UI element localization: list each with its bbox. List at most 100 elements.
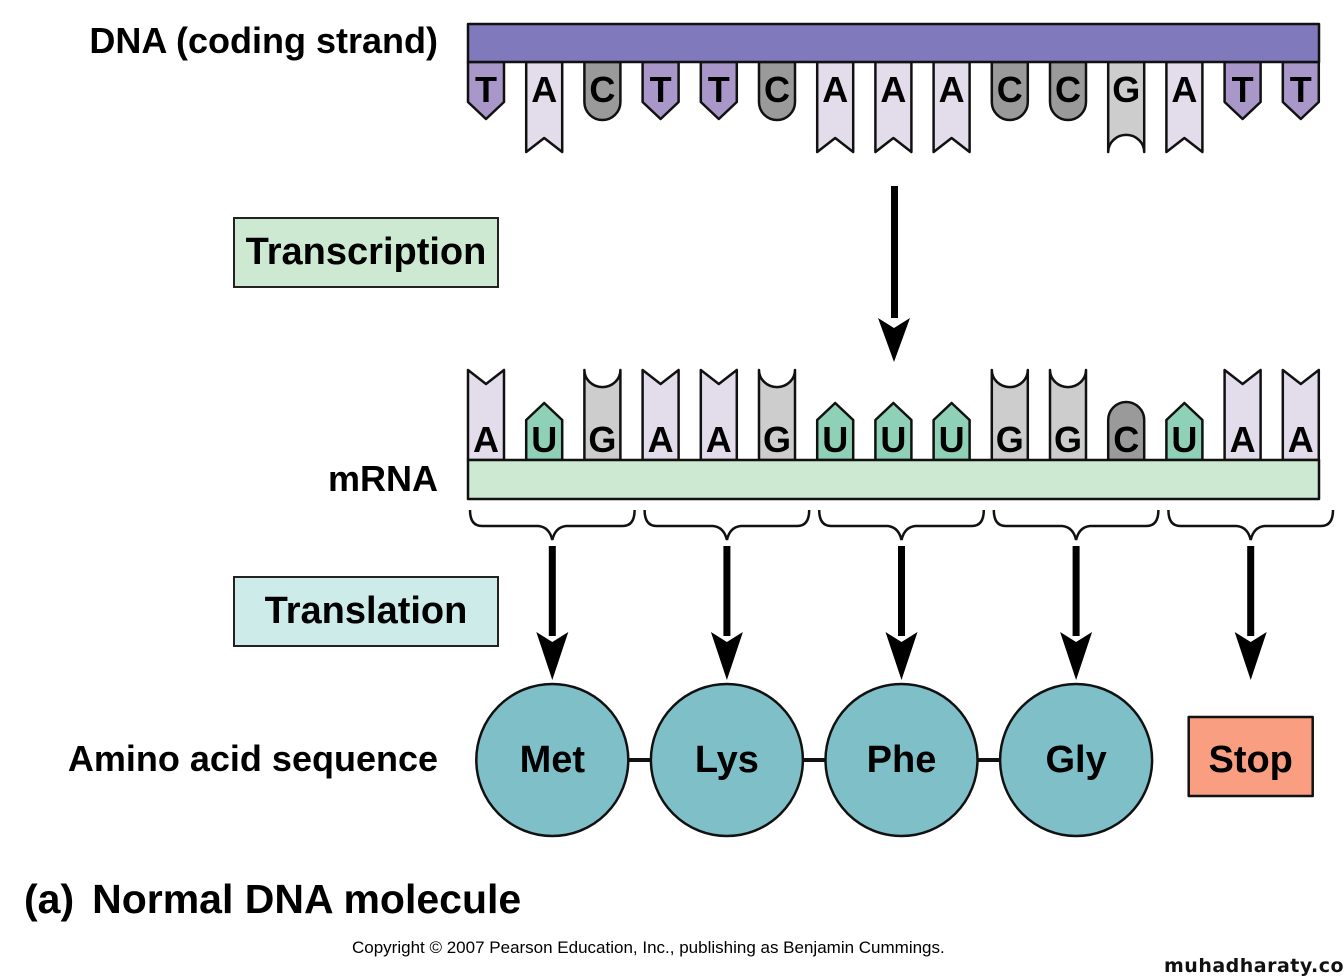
transcription-label: Transcription — [245, 231, 487, 273]
dna-base: A — [815, 60, 855, 154]
caption-letter: (a) — [24, 876, 75, 922]
mrna-base-letter: G — [763, 419, 791, 460]
amino-acid-chain: Met Lys Phe Gly Stop — [475, 682, 1314, 838]
amino-acid-gly: Gly — [998, 682, 1154, 838]
mrna-base: A — [641, 368, 680, 462]
dna-base: T — [699, 60, 739, 121]
mrna-base-letter: G — [996, 419, 1024, 460]
stop-box-shape — [1187, 715, 1314, 798]
stop-codon-box: Stop — [1187, 715, 1314, 798]
mrna-base-shape — [1106, 400, 1146, 462]
translation-arrow-shaft — [898, 546, 905, 636]
mrna-base-shape — [1048, 368, 1088, 462]
mrna-base-letter: U — [822, 419, 848, 460]
mrna-base-shape — [757, 368, 797, 462]
mrna-base-letter: A — [706, 419, 732, 460]
mrna-base-letter: U — [531, 419, 557, 460]
figure-caption: (a)Normal DNA molecule — [24, 876, 521, 923]
amino-acid-circle — [998, 682, 1154, 838]
dna-base-letter: C — [589, 69, 615, 110]
dna-base: C — [583, 60, 622, 122]
translation-arrow-head — [1060, 632, 1093, 680]
dna-base: G — [1106, 60, 1146, 154]
amino-acid-label: Lys — [695, 739, 759, 781]
mrna-base: U — [932, 401, 971, 462]
dna-base: T — [1223, 60, 1262, 121]
translation-label: Translation — [264, 590, 468, 632]
amino-acid-label: Phe — [867, 739, 937, 781]
dna-strand-label: DNA (coding strand) — [89, 20, 438, 61]
dna-base-letter: A — [880, 69, 906, 110]
amino-acid-circle — [475, 682, 630, 838]
mrna-base-letter: A — [1288, 419, 1314, 460]
amino-acid-phe: Phe — [824, 682, 979, 838]
mrna-base: G — [1048, 368, 1088, 462]
dna-base-letter: A — [531, 69, 557, 110]
translation-arrow-head — [1234, 632, 1267, 680]
codon-bracket — [643, 509, 811, 680]
dna-base-letter: A — [1171, 69, 1197, 110]
copyright-notice: Copyright © 2007 Pearson Education, Inc.… — [352, 938, 945, 957]
dna-base-shape — [1106, 60, 1146, 154]
mrna-base: A — [1281, 368, 1321, 462]
mrna-base-shape — [990, 368, 1030, 462]
codon-bracket — [992, 509, 1160, 680]
translation-arrow-shaft — [1247, 546, 1255, 636]
mrna-base: A — [699, 368, 739, 462]
translation-box: Translation — [233, 576, 499, 647]
amino-acid-sequence-label: Amino acid sequence — [67, 738, 438, 779]
dna-base-letter: C — [764, 69, 790, 110]
amino-acid-label: Met — [520, 739, 586, 781]
dna-base: A — [1165, 60, 1204, 154]
transcription-box: Transcription — [233, 217, 499, 288]
mrna-base-shape — [583, 368, 622, 462]
dna-base-letter: C — [1055, 69, 1081, 110]
mrna-base: U — [1165, 401, 1204, 462]
translation-arrow-shaft — [1072, 546, 1080, 636]
dna-base: A — [874, 60, 913, 154]
dna-base: C — [1048, 60, 1088, 122]
mrna-base-letter: A — [1230, 419, 1256, 460]
mrna-base-letter: U — [880, 419, 906, 460]
dna-base-letter: T — [1290, 69, 1312, 110]
dna-base: T — [1281, 60, 1321, 121]
dna-base: T — [466, 60, 506, 121]
dna-base: C — [990, 60, 1030, 122]
translation-arrow-shaft — [548, 546, 556, 636]
amino-acid-circle — [649, 682, 805, 838]
dna-backbone — [466, 22, 1321, 64]
dna-base-shape — [990, 60, 1030, 122]
mrna-base-letter: C — [1113, 419, 1139, 460]
arrow-head — [878, 318, 910, 362]
mrna-base: G — [583, 368, 622, 462]
mrna-base-letter: U — [939, 419, 965, 460]
dna-base-shape — [583, 60, 622, 122]
amino-acid-lys: Lys — [649, 682, 805, 838]
arrow-shaft — [891, 186, 898, 318]
translation-arrow-shaft — [723, 546, 731, 636]
mrna-base-letter: G — [588, 419, 616, 460]
mrna-base-letter: U — [1171, 419, 1197, 460]
codon-brackets — [468, 509, 1335, 680]
brace-icon — [817, 509, 986, 541]
amino-acid-label: Stop — [1208, 739, 1292, 781]
translation-arrow-head — [710, 632, 743, 680]
transcription-arrow-icon — [878, 186, 910, 362]
dna-base-shape — [1048, 60, 1088, 122]
dna-base: C — [757, 60, 797, 122]
codon-bracket — [1167, 509, 1335, 680]
dna-base: A — [524, 60, 564, 154]
translation-arrow-head — [536, 632, 569, 680]
mrna-base-letter: G — [1054, 419, 1082, 460]
dna-base-letter: A — [822, 69, 848, 110]
mrna-base: G — [990, 368, 1030, 462]
mrna-base: C — [1106, 400, 1146, 462]
brace-icon — [468, 509, 636, 541]
dna-base: A — [932, 60, 971, 154]
mrna-label: mRNA — [327, 458, 438, 499]
mrna-backbone — [466, 458, 1321, 501]
translation-arrow-head — [885, 632, 918, 680]
dna-base: T — [641, 60, 680, 121]
